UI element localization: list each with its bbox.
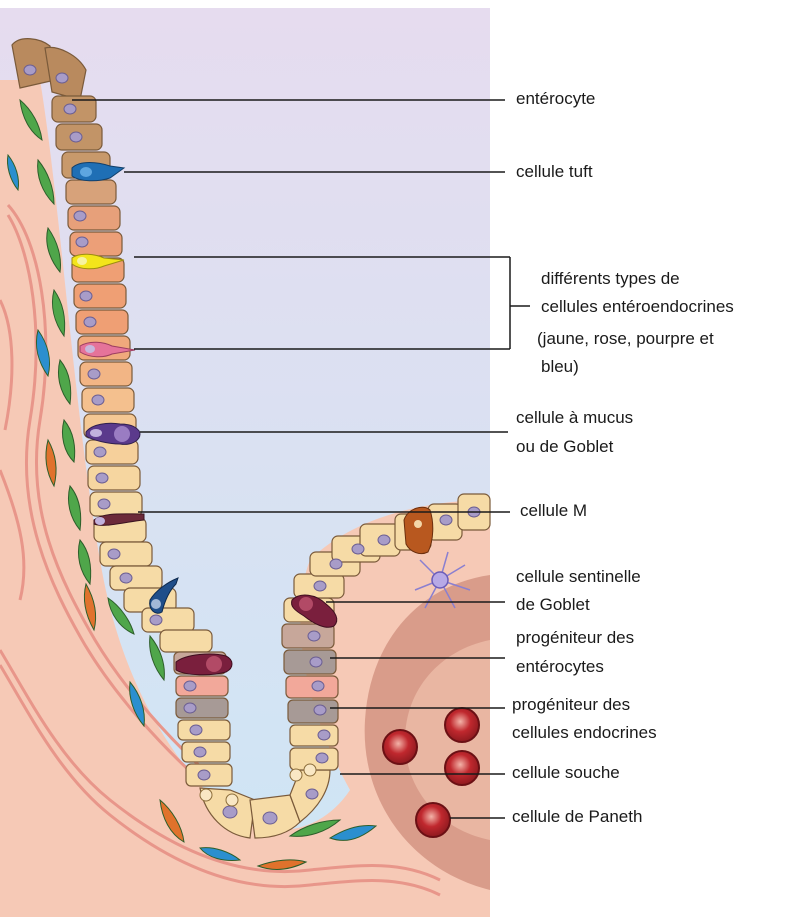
- label-paneth-cell: cellule de Paneth: [512, 806, 642, 827]
- label-enteroendocrine-line4: bleu): [541, 356, 579, 377]
- label-stem-cell: cellule souche: [512, 762, 620, 783]
- m-cell: [404, 507, 433, 553]
- label-entero-progenitor-line1: progéniteur des: [516, 627, 634, 648]
- label-enteroendocrine-line2: cellules entéroendocrines: [541, 296, 734, 317]
- label-sentinel-line1: cellule sentinelle: [516, 566, 641, 587]
- label-enterocyte: entérocyte: [516, 88, 595, 109]
- label-enteroendocrine-line3: (jaune, rose, pourpre et: [537, 328, 714, 349]
- label-enteroendocrine-line1: différents types de: [541, 268, 680, 289]
- label-sentinel-line2: de Goblet: [516, 594, 590, 615]
- goblet-lower: [176, 654, 232, 675]
- label-endo-progenitor-line2: cellules endocrines: [512, 722, 657, 743]
- label-goblet-line1: cellule à mucus: [516, 407, 633, 428]
- label-m-cell: cellule M: [520, 500, 587, 521]
- label-endo-progenitor-line1: progéniteur des: [512, 694, 630, 715]
- label-goblet-line2: ou de Goblet: [516, 436, 613, 457]
- label-tuft-cell: cellule tuft: [516, 161, 593, 182]
- label-entero-progenitor-line2: entérocytes: [516, 656, 604, 677]
